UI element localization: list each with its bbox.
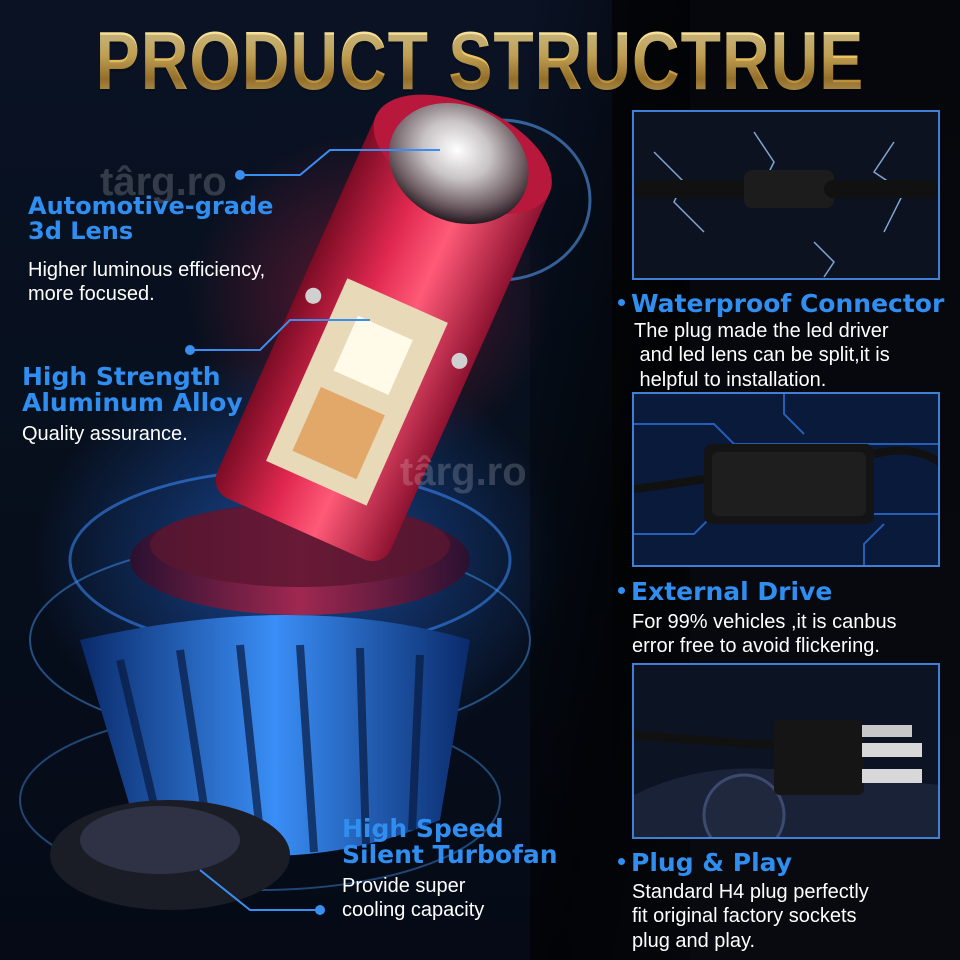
feature-heading-line: Silent Turbofan	[342, 840, 558, 870]
feature-desc-line: and led lens can be split,it is	[634, 344, 890, 367]
feature-heading-text: External Drive	[631, 577, 833, 606]
feature-fan-heading: High Speed Silent Turbofan	[342, 814, 558, 870]
bullet-dot	[618, 857, 625, 865]
feature-connector-desc: The plug made the led driver and led len…	[634, 319, 890, 392]
feature-desc-line: helpful to installation.	[634, 368, 827, 391]
feature-desc-line: The plug made the led driver	[634, 320, 889, 342]
feature-plug-heading: Plug & Play	[618, 848, 792, 877]
feature-lens-heading: Automotive-grade 3d Lens	[28, 192, 274, 246]
led-chip	[333, 315, 413, 395]
feature-desc-line: For 99% vehicles ,it is canbus	[632, 611, 897, 633]
bullet-dot	[618, 298, 625, 306]
feature-heading-line: 3d Lens	[28, 217, 134, 246]
feature-heading-line: High Speed	[342, 814, 504, 843]
external-drive-photo	[632, 392, 940, 567]
feature-desc-line: error free to avoid flickering.	[632, 635, 880, 658]
cooling-fan	[80, 615, 470, 856]
feature-desc-line: fit original factory sockets	[632, 905, 857, 928]
feature-desc-line: Provide super	[342, 875, 466, 897]
feature-lens-desc: Higher luminous efficiency, more focused…	[28, 258, 265, 306]
waterproof-connector-photo	[632, 110, 940, 280]
watermark: târg.ro	[100, 160, 227, 204]
feature-heading-text: Plug & Play	[631, 848, 793, 877]
feature-drive-heading: External Drive	[618, 577, 832, 606]
feature-drive-desc: For 99% vehicles ,it is canbus error fre…	[632, 610, 897, 659]
bullet-dot	[618, 586, 625, 594]
feature-desc-line: plug and play.	[632, 929, 756, 952]
plug-photo	[632, 663, 940, 839]
feature-alloy-heading: High Strength Aluminum Alloy	[22, 362, 243, 418]
feature-desc-line: more focused.	[28, 283, 155, 305]
feature-heading-line: High Strength	[22, 362, 221, 391]
feature-heading-text: Waterproof Connector	[631, 289, 945, 318]
led-bulb-illustration	[19, 94, 592, 915]
watermark: târg.ro	[400, 450, 527, 494]
feature-heading-line: Aluminum Alloy	[22, 388, 243, 418]
feature-alloy-desc: Quality assurance.	[22, 422, 188, 446]
feature-desc-line: Higher luminous efficiency,	[28, 259, 266, 281]
feature-desc-line: Quality assurance.	[22, 423, 188, 445]
feature-connector-heading: Waterproof Connector	[618, 289, 944, 318]
page-title: PRODUCT STRUCTRUE	[0, 13, 960, 108]
lens	[388, 102, 529, 225]
feature-desc-line: Standard H4 plug perfectly	[632, 881, 869, 903]
feature-plug-desc: Standard H4 plug perfectly fit original …	[632, 880, 869, 953]
feature-fan-desc: Provide super cooling capacity	[342, 874, 484, 922]
feature-heading-line: Automotive-grade	[28, 192, 274, 220]
feature-desc-line: cooling capacity	[342, 899, 485, 921]
